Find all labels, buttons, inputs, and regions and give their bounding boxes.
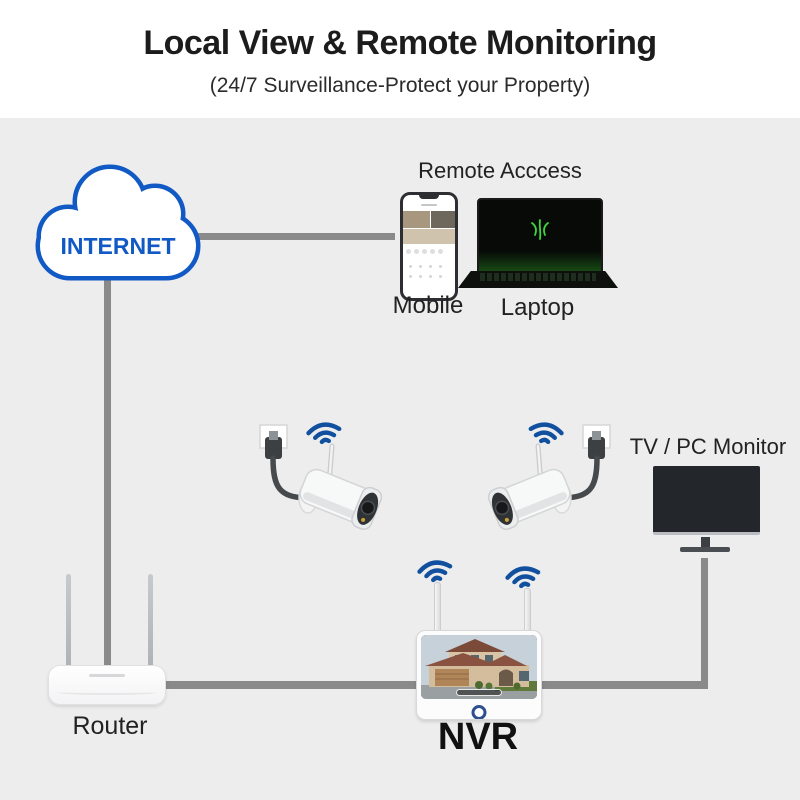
phone-notch <box>419 195 439 199</box>
connector-internet-to-devices <box>197 233 395 240</box>
camera-body <box>299 468 383 530</box>
page-subtitle: (24/7 Surveillance-Protect your Property… <box>209 74 591 97</box>
security-camera-icon <box>259 422 383 530</box>
phone-menu-dots <box>409 265 442 268</box>
smartphone-icon <box>400 192 458 301</box>
laptop-label: Laptop <box>500 294 575 321</box>
tv-monitor-stand <box>701 537 710 548</box>
laptop-screen <box>477 198 603 273</box>
router-seam <box>57 690 157 695</box>
nvr-screen <box>421 635 537 699</box>
phone-menu-dots <box>409 275 442 278</box>
phone-button-row <box>406 249 443 254</box>
phone-camera-view <box>403 229 455 244</box>
wifi-icon <box>505 566 541 589</box>
wifi-icon <box>417 560 453 583</box>
connector-monitor-drop <box>701 558 708 685</box>
tv-monitor-base <box>680 547 730 552</box>
nvr-house-video <box>421 635 537 699</box>
tv-monitor-icon <box>653 466 760 535</box>
router-icon <box>48 665 166 705</box>
page-title: Local View & Remote Monitoring <box>143 24 657 62</box>
router-antenna <box>148 574 153 670</box>
laptop-icon <box>458 198 618 288</box>
wifi-icon <box>306 422 342 445</box>
nvr-control-bar <box>456 689 502 696</box>
nvr-power-button <box>471 705 487 719</box>
tv-pc-monitor-label: TV / PC Monitor <box>629 434 787 459</box>
phone-camera-thumbnails <box>403 211 455 228</box>
router-antenna <box>66 574 71 670</box>
internet-cloud-icon: INTERNET <box>28 160 208 290</box>
laptop-keyboard <box>480 273 596 281</box>
wifi-icon <box>528 422 564 445</box>
nvr-monitor-icon <box>416 630 542 720</box>
usb-plug-icon <box>259 424 288 459</box>
router-label: Router <box>72 712 148 740</box>
nvr-label: NVR <box>437 716 519 758</box>
usb-plug-icon <box>582 424 611 459</box>
laptop-logo-icon <box>531 218 549 240</box>
router-logo <box>89 674 125 677</box>
header-band <box>0 0 800 118</box>
laptop-screen-glow <box>479 251 601 271</box>
laptop-base <box>458 271 618 288</box>
internet-label: INTERNET <box>61 233 176 259</box>
mobile-label: Mobile <box>392 292 464 319</box>
security-camera-icon <box>487 422 611 530</box>
remote-access-heading: Remote Acccess <box>418 158 582 183</box>
phone-app-header <box>421 204 437 206</box>
connector-internet-to-router <box>104 278 111 672</box>
camera-body <box>487 468 571 530</box>
